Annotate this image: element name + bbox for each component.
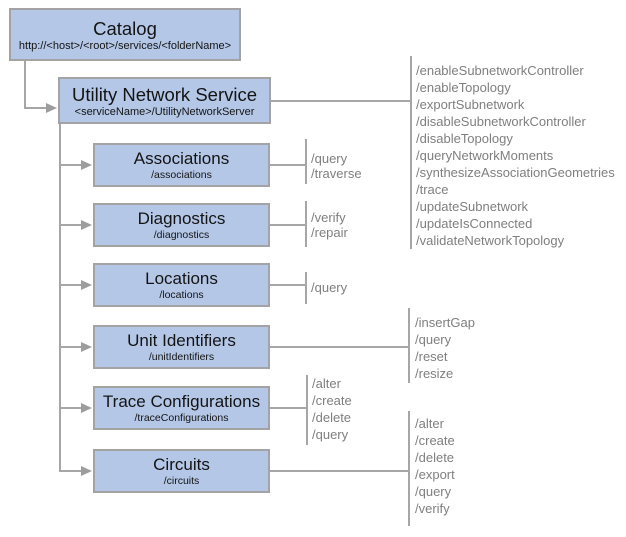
operations-list-associations: /query/traverse bbox=[311, 151, 362, 181]
connector-locations-operations bbox=[269, 284, 306, 286]
bracket-locations-operations bbox=[305, 272, 307, 304]
node-catalog-subtitle: http://<host>/<root>/services/<folderNam… bbox=[18, 39, 232, 52]
connector-unit-identifiers-operations bbox=[269, 346, 409, 348]
bracket-trace-configurations-operations bbox=[306, 375, 308, 445]
operation-label: /delete bbox=[312, 410, 352, 425]
operation-label: /disableSubnetworkController bbox=[416, 114, 586, 129]
node-locations: Locations /locations bbox=[93, 263, 270, 307]
connector-trace-configurations-operations bbox=[269, 407, 307, 409]
operation-label: /query bbox=[312, 427, 349, 442]
node-utility-network-service-subtitle: <serviceName>/UtilityNetworkServer bbox=[74, 105, 255, 118]
bracket-uns-operations bbox=[410, 56, 412, 249]
arrowhead-associations bbox=[81, 160, 92, 170]
connector-branch-locations bbox=[59, 284, 82, 286]
arrowhead-diagnostics bbox=[81, 220, 92, 230]
connector-catalog-horizontal bbox=[24, 107, 47, 109]
node-associations-subtitle: /associations bbox=[151, 169, 212, 181]
node-utility-network-service: Utility Network Service <serviceName>/Ut… bbox=[58, 77, 271, 124]
bracket-diagnostics-operations bbox=[305, 201, 307, 247]
node-catalog: Catalog http://<host>/<root>/services/<f… bbox=[9, 8, 241, 61]
operation-label: /enableSubnetworkController bbox=[416, 63, 584, 78]
operation-label: /query bbox=[415, 332, 452, 347]
connector-diagnostics-operations bbox=[269, 224, 306, 226]
operation-label: /updateIsConnected bbox=[416, 216, 533, 231]
bracket-associations-operations bbox=[305, 139, 307, 184]
arrowhead-trace-configurations bbox=[81, 403, 92, 413]
operation-label: /traverse bbox=[311, 165, 362, 181]
connector-catalog-vertical bbox=[24, 60, 26, 109]
connector-branch-unit-identifiers bbox=[59, 346, 82, 348]
arrowhead-utility-network-service bbox=[46, 103, 57, 113]
operation-label: /verify bbox=[311, 210, 346, 225]
operation-label: /verify bbox=[415, 501, 450, 516]
node-locations-title: Locations bbox=[145, 269, 218, 288]
connector-branch-diagnostics bbox=[59, 224, 82, 226]
node-unit-identifiers: Unit Identifiers /unitIdentifiers bbox=[93, 325, 270, 369]
connector-branch-trace-configurations bbox=[59, 407, 82, 409]
connector-uns-operations bbox=[270, 100, 410, 102]
operation-label: /synthesizeAssociationGeometries bbox=[416, 165, 615, 180]
operation-label: /validateNetworkTopology bbox=[416, 233, 565, 248]
operations-list-utility-network-service: /enableSubnetworkController/enableTopolo… bbox=[416, 62, 615, 249]
node-utility-network-service-title: Utility Network Service bbox=[71, 83, 258, 105]
operations-list-trace-configurations: /alter/create/delete/query bbox=[312, 375, 352, 443]
node-unit-identifiers-title: Unit Identifiers bbox=[127, 331, 236, 350]
node-circuits-subtitle: /circuits bbox=[163, 475, 200, 487]
node-associations: Associations /associations bbox=[93, 143, 270, 187]
operation-label: /alter bbox=[312, 376, 341, 391]
operation-label: /create bbox=[312, 393, 352, 408]
node-locations-subtitle: /locations bbox=[159, 289, 204, 301]
arrowhead-locations bbox=[81, 280, 92, 290]
node-trace-configurations-title: Trace Configurations bbox=[102, 392, 261, 411]
node-diagnostics-subtitle: /diagnostics bbox=[153, 229, 210, 241]
operation-label: /resize bbox=[415, 366, 454, 381]
operations-list-locations: /query bbox=[311, 280, 348, 296]
operation-label: /reset bbox=[415, 349, 448, 364]
operation-label: /delete bbox=[415, 450, 455, 465]
operation-label: /create bbox=[415, 433, 455, 448]
connector-trunk-vertical bbox=[59, 124, 61, 472]
operation-label: /queryNetworkMoments bbox=[416, 148, 554, 163]
operation-label: /query bbox=[311, 151, 348, 166]
operation-label: /alter bbox=[415, 416, 444, 431]
node-associations-title: Associations bbox=[133, 149, 230, 168]
operation-label: /exportSubnetwork bbox=[416, 97, 525, 112]
node-trace-configurations-subtitle: /traceConfigurations bbox=[134, 412, 229, 424]
bracket-circuits-operations bbox=[408, 411, 410, 526]
bracket-unit-identifiers-operations bbox=[408, 308, 410, 383]
connector-circuits-operations bbox=[269, 470, 409, 472]
operation-label: /enableTopology bbox=[416, 80, 511, 95]
node-trace-configurations: Trace Configurations /traceConfiguration… bbox=[93, 386, 270, 430]
operation-label: /repair bbox=[311, 224, 348, 240]
operations-list-circuits: /alter/create/delete/export/query/verify bbox=[415, 415, 455, 517]
node-catalog-title: Catalog bbox=[93, 17, 157, 39]
operation-label: /insertGap bbox=[415, 315, 475, 330]
connector-associations-operations bbox=[269, 164, 306, 166]
operation-label: /export bbox=[415, 467, 455, 482]
operations-list-diagnostics: /verify/repair bbox=[311, 210, 348, 240]
connector-branch-associations bbox=[59, 164, 82, 166]
arrowhead-circuits bbox=[81, 466, 92, 476]
arrowhead-unit-identifiers bbox=[81, 342, 92, 352]
node-diagnostics-title: Diagnostics bbox=[137, 209, 226, 228]
operation-label: /trace bbox=[416, 182, 449, 197]
node-unit-identifiers-subtitle: /unitIdentifiers bbox=[148, 351, 215, 363]
node-circuits: Circuits /circuits bbox=[93, 449, 270, 493]
connector-branch-circuits bbox=[59, 470, 82, 472]
operation-label: /query bbox=[311, 280, 348, 295]
operation-label: /query bbox=[415, 484, 452, 499]
node-circuits-title: Circuits bbox=[153, 455, 210, 474]
operations-list-unit-identifiers: /insertGap/query/reset/resize bbox=[415, 314, 475, 382]
operation-label: /updateSubnetwork bbox=[416, 199, 529, 214]
node-diagnostics: Diagnostics /diagnostics bbox=[93, 203, 270, 247]
operation-label: /disableTopology bbox=[416, 131, 513, 146]
